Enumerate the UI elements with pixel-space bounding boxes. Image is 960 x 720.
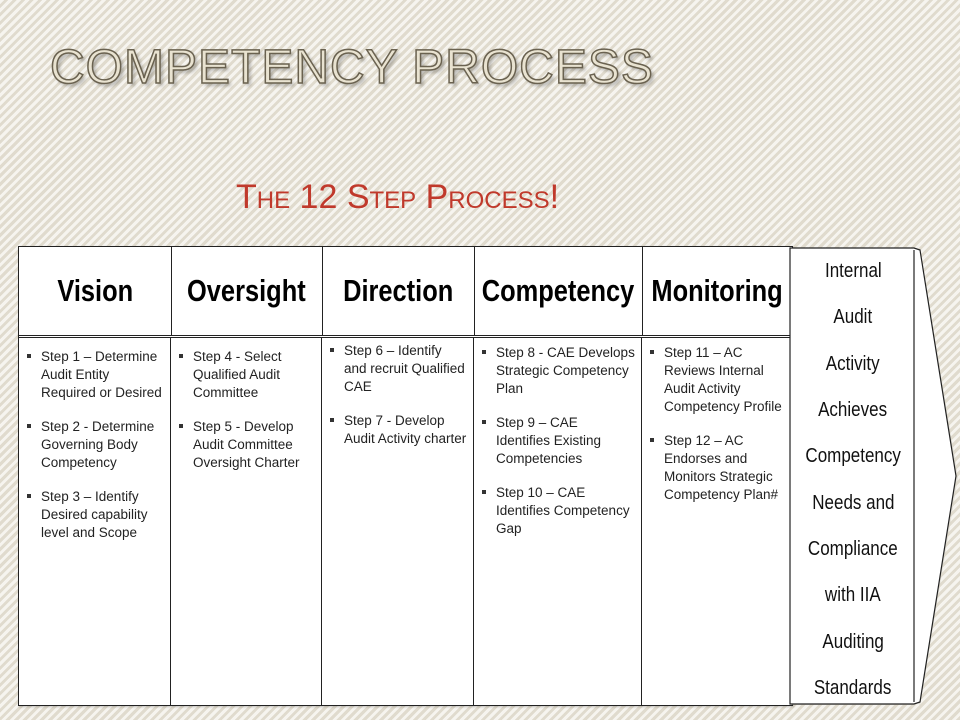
- outcome-line: Competency: [805, 445, 901, 468]
- outcome-line: Achieves: [818, 398, 888, 421]
- step-text: Step 3 – Identify Desired capability lev…: [41, 489, 148, 540]
- step-text: Step 4 - Select Qualified Audit Committe…: [193, 349, 282, 400]
- list-item: Step 5 - Develop Audit Committee Oversig…: [179, 418, 315, 472]
- step-text: Step 10 – CAE Identifies Competency Gap: [496, 485, 630, 536]
- step-text: Step 6 – Identify and recruit Qualified …: [344, 343, 465, 394]
- column-body-monitoring: Step 11 – AC Reviews Internal Audit Acti…: [642, 338, 792, 705]
- header-divider: [19, 335, 792, 338]
- list-item: Step 8 - CAE Develops Strategic Competen…: [482, 344, 635, 398]
- outcome-text: Internal Audit Activity Achieves Compete…: [792, 260, 914, 700]
- square-bullet-icon: [179, 424, 183, 428]
- outcome-line: Standards: [814, 676, 892, 699]
- square-bullet-icon: [482, 490, 486, 494]
- list-item: Step 11 – AC Reviews Internal Audit Acti…: [650, 344, 786, 416]
- column-header-oversight: Oversight: [171, 247, 323, 335]
- list-item: Step 10 – CAE Identifies Competency Gap: [482, 484, 635, 538]
- square-bullet-icon: [27, 424, 31, 428]
- column-body-vision: Step 1 – Determine Audit Entity Required…: [19, 338, 171, 705]
- list-item: Step 1 – Determine Audit Entity Required…: [27, 348, 164, 402]
- outcome-line: Audit: [833, 306, 873, 329]
- step-text: Step 12 – AC Endorses and Monitors Strat…: [664, 433, 779, 502]
- square-bullet-icon: [482, 350, 486, 354]
- list-item: Step 3 – Identify Desired capability lev…: [27, 488, 164, 542]
- outcome-line: Auditing: [822, 630, 884, 653]
- outcome-line: with IIA: [825, 584, 881, 607]
- outcome-line: Internal: [824, 260, 882, 282]
- square-bullet-icon: [482, 420, 486, 424]
- slide-title: COMPETENCY PROCESS: [49, 40, 654, 95]
- slide-subtitle: The 12 Step Process!: [236, 178, 560, 216]
- list-item: Step 7 - Develop Audit Activity charter: [330, 412, 467, 448]
- step-text: Step 9 – CAE Identifies Existing Compete…: [496, 415, 602, 466]
- column-body-oversight: Step 4 - Select Qualified Audit Committe…: [171, 338, 322, 705]
- column-header-competency: Competency: [474, 247, 643, 335]
- square-bullet-icon: [330, 348, 334, 352]
- step-text: Step 8 - CAE Develops Strategic Competen…: [496, 345, 635, 396]
- column-header-monitoring: Monitoring: [651, 273, 783, 308]
- outcome-line: Compliance: [808, 537, 898, 560]
- list-item: Step 12 – AC Endorses and Monitors Strat…: [650, 432, 786, 504]
- step-text: Step 11 – AC Reviews Internal Audit Acti…: [664, 345, 782, 414]
- outcome-line: Activity: [826, 352, 880, 375]
- process-table: Vision Oversight Direction Competency Mo…: [18, 246, 793, 706]
- step-text: Step 1 – Determine Audit Entity Required…: [41, 349, 162, 400]
- column-body-direction: Step 6 – Identify and recruit Qualified …: [322, 338, 474, 705]
- step-text: Step 5 - Develop Audit Committee Oversig…: [193, 419, 300, 470]
- column-body-competency: Step 8 - CAE Develops Strategic Competen…: [474, 338, 642, 705]
- square-bullet-icon: [27, 494, 31, 498]
- square-bullet-icon: [27, 354, 31, 358]
- step-text: Step 7 - Develop Audit Activity charter: [344, 413, 467, 446]
- list-item: Step 9 – CAE Identifies Existing Compete…: [482, 414, 635, 468]
- square-bullet-icon: [330, 418, 334, 422]
- column-header-vision: Vision: [19, 247, 172, 335]
- chevron-arrow-shape: [789, 247, 958, 705]
- list-item: Step 4 - Select Qualified Audit Committe…: [179, 348, 315, 402]
- column-header-direction: Direction: [322, 247, 475, 335]
- square-bullet-icon: [650, 350, 654, 354]
- square-bullet-icon: [179, 354, 183, 358]
- outcome-line: Needs and: [811, 491, 895, 514]
- square-bullet-icon: [650, 438, 654, 442]
- step-text: Step 2 - Determine Governing Body Compet…: [41, 419, 155, 470]
- list-item: Step 2 - Determine Governing Body Compet…: [27, 418, 164, 472]
- list-item: Step 6 – Identify and recruit Qualified …: [330, 342, 467, 396]
